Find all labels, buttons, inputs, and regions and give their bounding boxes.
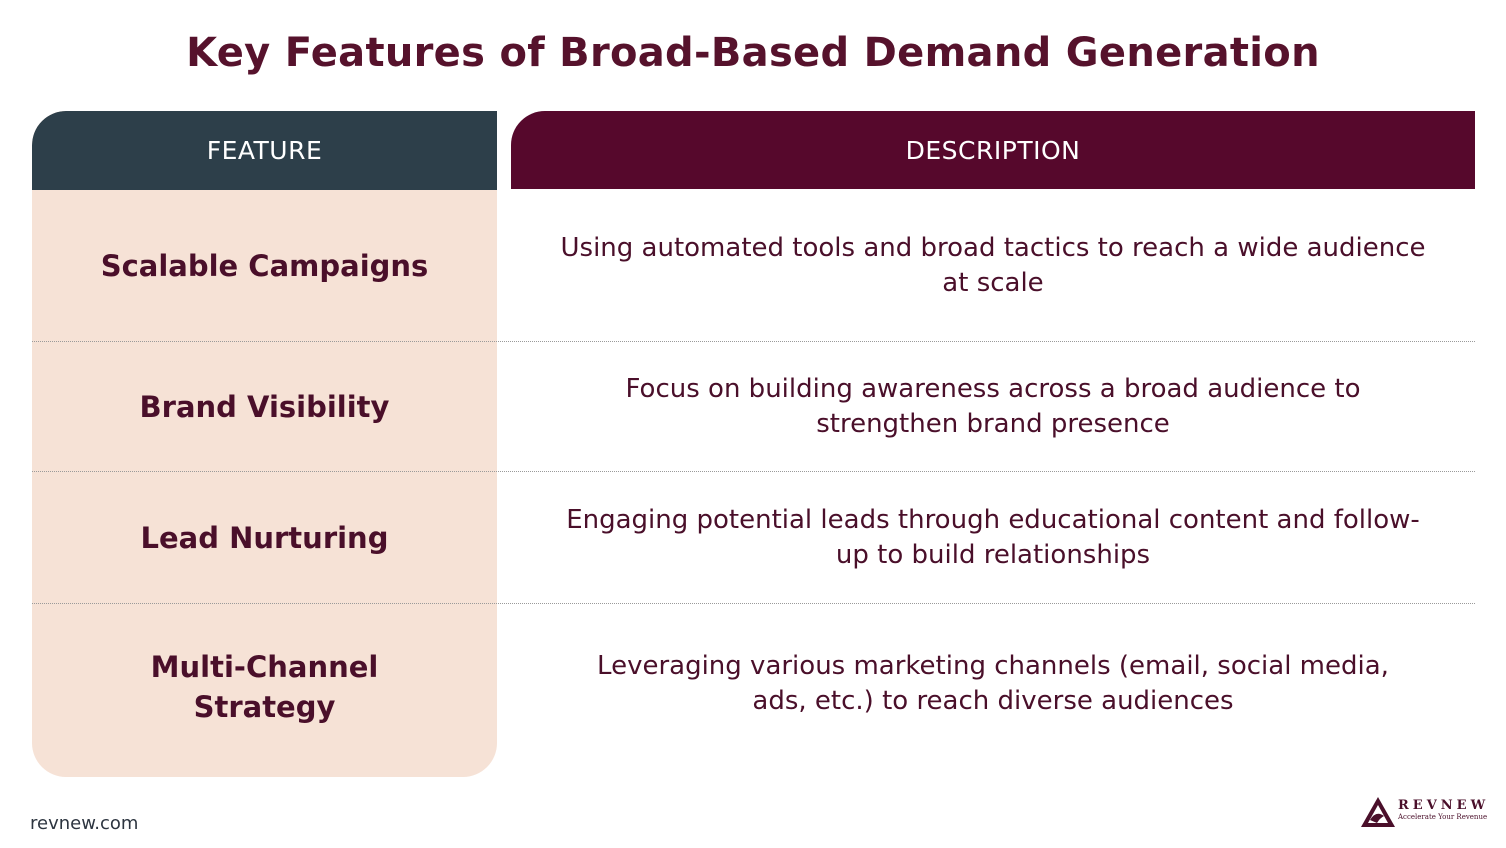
logo-tagline: Accelerate Your Revenue xyxy=(1398,813,1488,821)
row-divider xyxy=(32,471,1475,472)
feature-cell-brand-visibility: Brand Visibility xyxy=(139,389,390,424)
description-cell-lead-nurturing: Engaging potential leads through educati… xyxy=(566,504,1420,570)
feature-column: FEATURE xyxy=(32,111,497,777)
description-cell-scalable-campaigns: Using automated tools and broad tactics … xyxy=(560,232,1426,298)
row-divider xyxy=(32,603,1475,604)
feature-cell-multi-channel-strategy: Multi-Channel Strategy xyxy=(150,650,379,724)
revnew-logo: REVNEW Accelerate Your Revenue xyxy=(1360,796,1492,830)
feature-cell-scalable-campaigns: Scalable Campaigns xyxy=(100,248,429,283)
revnew-logo-icon xyxy=(1361,797,1395,827)
logo-name: REVNEW xyxy=(1398,798,1490,813)
footer-url: revnew.com xyxy=(30,813,139,834)
description-cell-multi-channel-strategy: Leveraging various marketing channels (e… xyxy=(597,651,1389,716)
description-cell-brand-visibility: Focus on building awareness across a bro… xyxy=(625,373,1361,439)
page-title: Key Features of Broad-Based Demand Gener… xyxy=(186,30,1320,76)
feature-header: FEATURE xyxy=(32,111,497,190)
row-divider xyxy=(32,341,1475,342)
description-header: DESCRIPTION xyxy=(511,111,1475,189)
feature-cell-lead-nurturing: Lead Nurturing xyxy=(140,520,389,555)
